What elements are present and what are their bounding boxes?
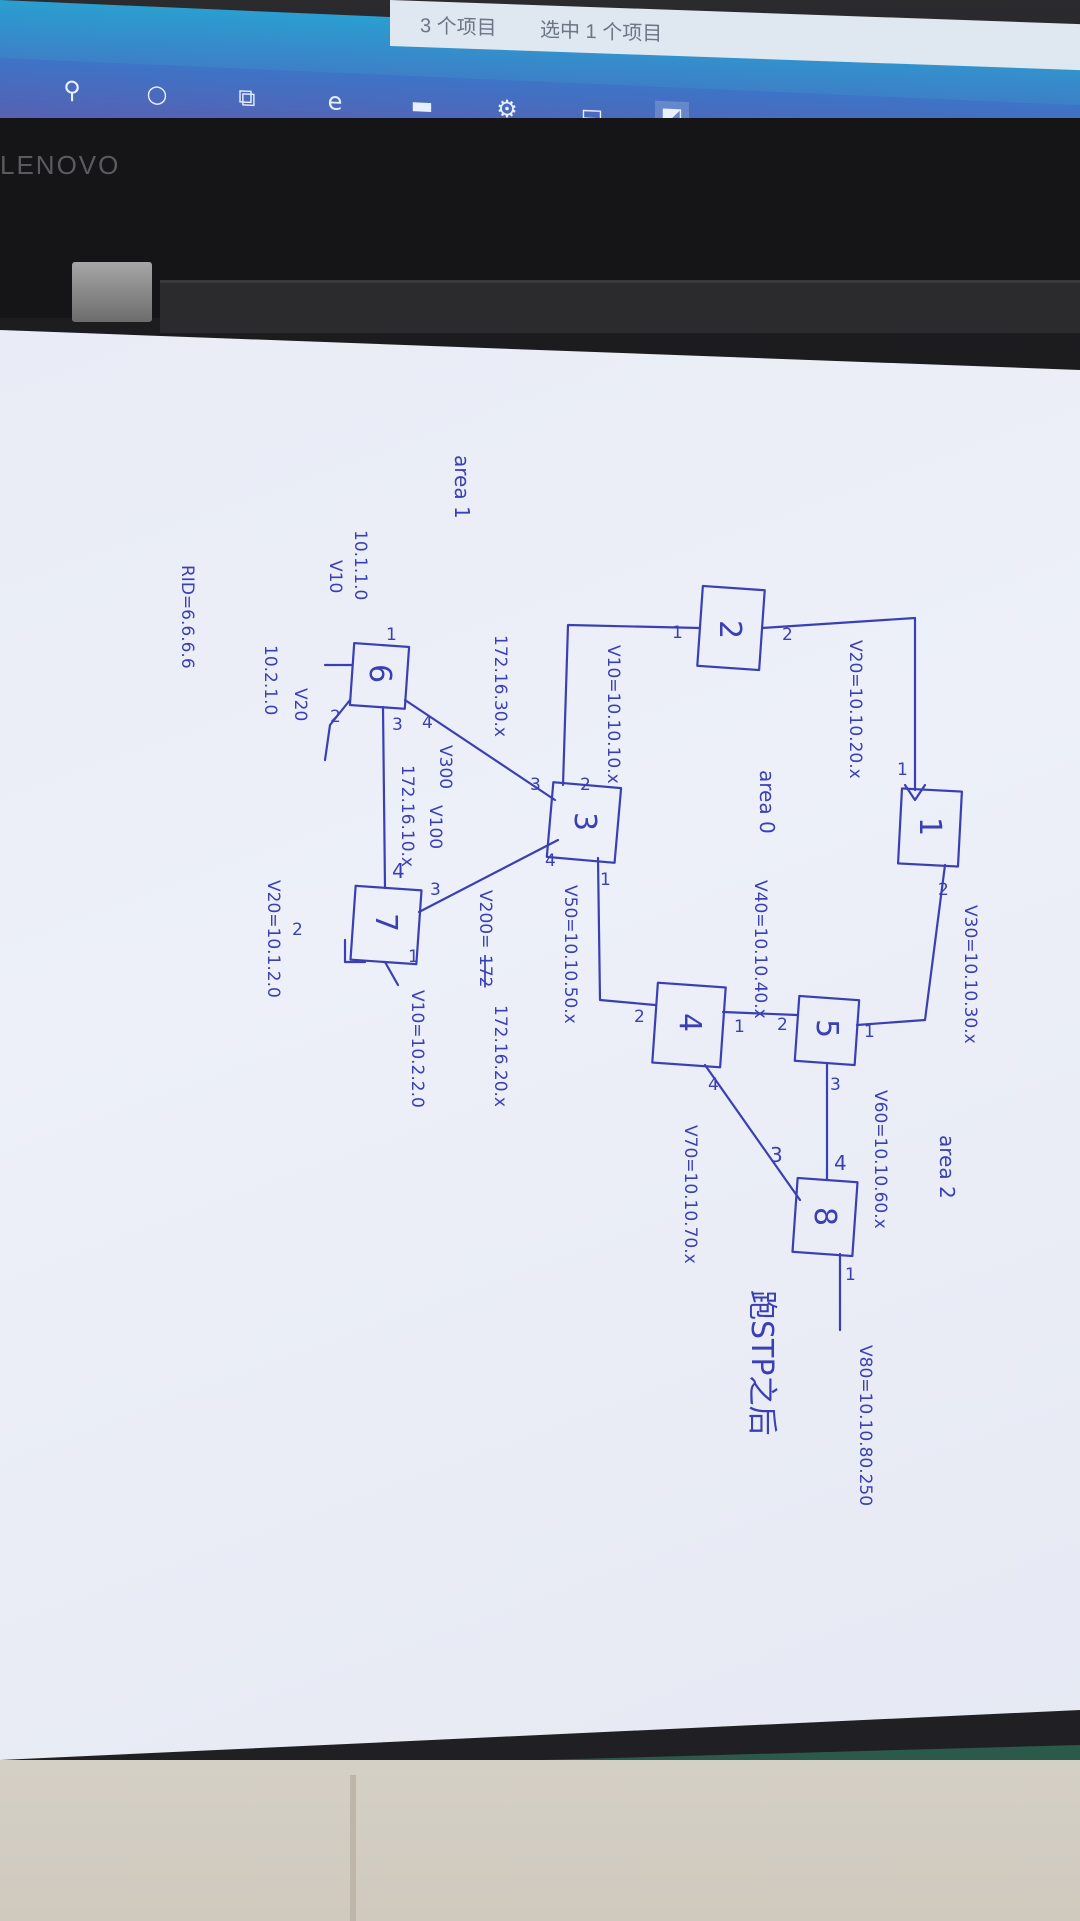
port-r3-c: 4 [545, 851, 556, 871]
port-r5-a: 1 [864, 1022, 875, 1042]
router-6-label: 6 [362, 664, 397, 683]
port-r5-c: 3 [830, 1075, 841, 1095]
stp-note-text: 跑STP之后 [744, 1290, 779, 1435]
port-r6-c: 3 [392, 715, 403, 735]
port-r8-a: 3 [770, 1143, 783, 1167]
link-label-r3-r6: 172.16.30.x [490, 635, 510, 737]
area-0-label: area 0 [755, 770, 779, 834]
area-2-label: area 2 [935, 1135, 959, 1199]
port-r7-b: 3 [430, 880, 441, 900]
link-label-r2-r3: V10=10.10.10.x [603, 645, 623, 784]
vlan-label-r6-left: V10 [325, 560, 345, 593]
link-label-r3-r7: V200= [475, 890, 495, 948]
port-r6-a: 1 [386, 625, 397, 645]
router-2-label: 2 [712, 620, 747, 639]
link-label-r6-r7-vlan: V100 [425, 805, 445, 849]
port-r8-c: 1 [845, 1265, 856, 1285]
port-r3-b: 3 [530, 775, 541, 795]
link-r7-down [345, 940, 365, 962]
port-r1-a: 1 [897, 760, 908, 780]
area-1-label: area 1 [450, 455, 474, 519]
link-label-r1-r5: V30=10.10.30.x [960, 905, 980, 1044]
link-label-r3-r6-vlan: V300 [435, 745, 455, 789]
link-label-r6-r7: 172.16.10.x [397, 765, 417, 867]
router-8-label: 8 [807, 1207, 842, 1226]
link-r1-r5 [857, 865, 945, 1025]
port-r6-b: 2 [330, 707, 341, 727]
link-label-r1-r2: V20=10.10.20.x [845, 640, 865, 779]
net-label-r7-right: V10=10.2.2.0 [407, 990, 427, 1108]
link-label-r3-r7-net: 172.16.20.x [490, 1005, 510, 1107]
net-label-r6-down: 10.2.1.0 [260, 645, 280, 715]
port-r1-b: 2 [938, 880, 949, 900]
port-r7-d: 2 [292, 920, 303, 940]
router-id-text: RID=6.6.6.6 [177, 565, 197, 669]
router-3-label: 3 [567, 812, 602, 831]
port-r2-a: 1 [672, 623, 683, 643]
link-r2-r3 [563, 625, 700, 785]
link-label-r3-r7-struck: 172 [475, 955, 495, 987]
port-r4-b: 2 [634, 1007, 645, 1027]
port-r4-c: 4 [708, 1075, 719, 1095]
vlan-label-r6-down: V20 [290, 688, 310, 721]
port-r8-b: 4 [834, 1151, 847, 1175]
port-r3-a: 2 [580, 775, 591, 795]
port-r5-b: 2 [777, 1015, 788, 1035]
net-label-r6-left: 10.1.1.0 [350, 530, 370, 600]
router-7-label: 7 [368, 913, 403, 932]
router-5-label: 5 [809, 1019, 844, 1038]
link-label-r4-r8: V70=10.10.70.x [680, 1125, 700, 1264]
link-label-r8-external: V80=10.10.80.250 [855, 1345, 875, 1506]
link-label-r4-r5: V40=10.10.40.x [750, 880, 770, 1019]
port-r7-a: 4 [392, 859, 405, 883]
port-r4-a: 1 [734, 1017, 745, 1037]
link-r6-r7 [383, 707, 385, 888]
port-r7-c: 1 [408, 947, 419, 967]
link-label-r3-r4: V50=10.10.50.x [560, 885, 580, 1024]
port-r2-b: 2 [782, 625, 793, 645]
link-label-r5-r8: V60=10.10.60.x [870, 1090, 890, 1229]
port-r6-d: 4 [422, 713, 433, 733]
port-r3-d: 1 [600, 870, 611, 890]
router-4-label: 4 [672, 1013, 707, 1032]
link-r7-right [385, 962, 398, 985]
router-1-label: 1 [912, 817, 947, 836]
net-label-r7-down: V20=10.1.2.0 [263, 880, 283, 998]
link-r4-r8 [705, 1065, 800, 1200]
